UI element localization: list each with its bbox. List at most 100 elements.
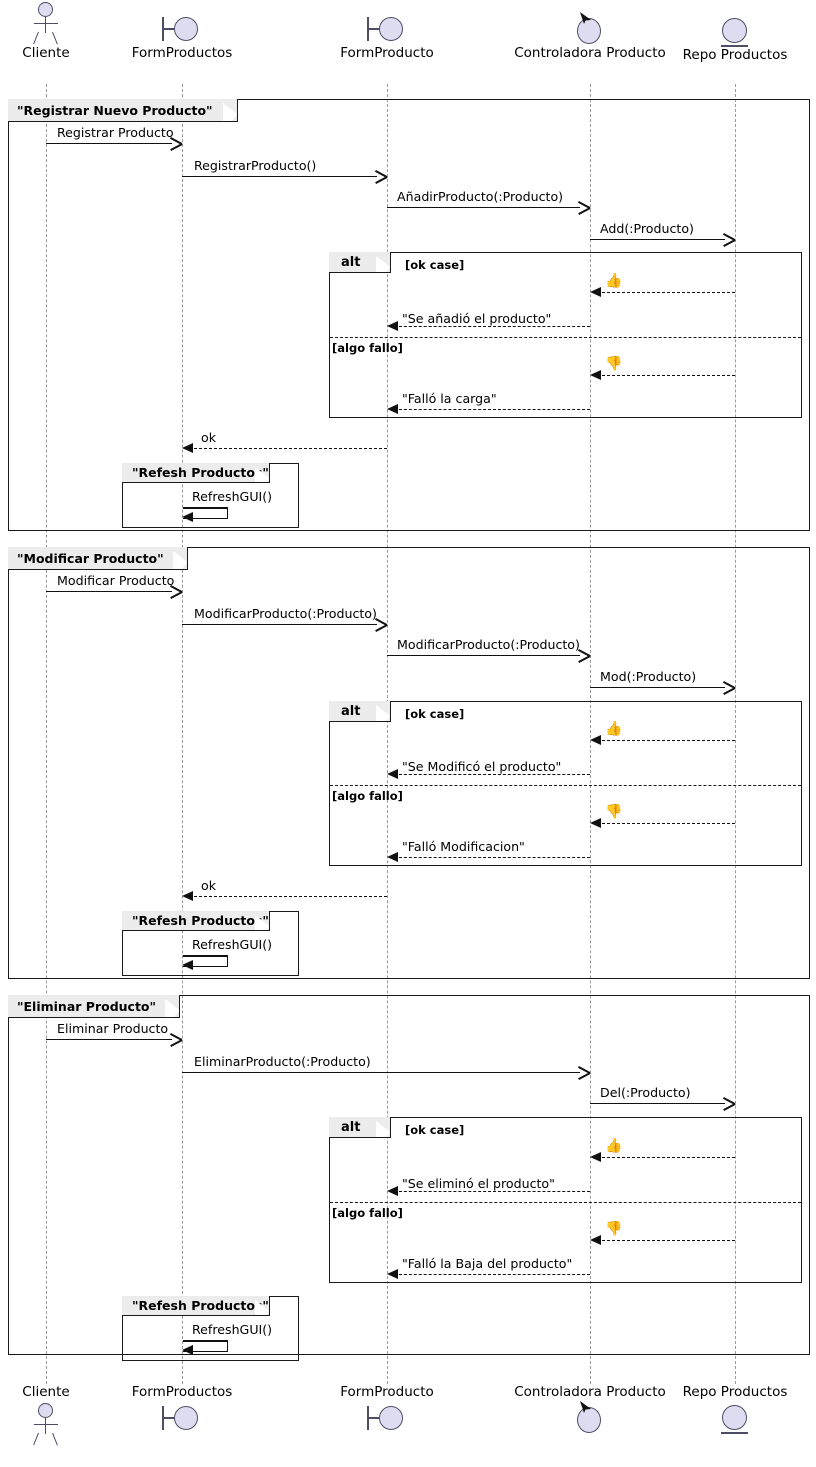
fragment-eliminar-label: "Eliminar Producto": [17, 998, 157, 1014]
message-label-thumbs-up: 👍: [605, 273, 623, 289]
message-label-refreshgui: RefreshGUI(): [192, 1322, 273, 1337]
message-arrow: [590, 239, 725, 240]
participant-foot-formproducto[interactable]: FormProducto: [321, 1385, 453, 1435]
control-arrow-icon: [580, 1401, 591, 1413]
participant-foot-repo[interactable]: Repo Productos: [668, 1385, 802, 1435]
fragment-eliminar[interactable]: [8, 995, 810, 1355]
alt-operator-label: alt: [341, 703, 361, 719]
refresh-fragment-tab: "Refesh Productos": [122, 463, 270, 483]
participant-foot-cliente[interactable]: Cliente: [0, 1385, 92, 1447]
message-label-modificarproducto-1: ModificarProducto(:Producto): [194, 606, 377, 621]
participant-foot-formproductos[interactable]: FormProductos: [116, 1385, 248, 1435]
alt-guard-fail: [algo fallo]: [332, 789, 403, 803]
fragment-registrar-tab: "Registrar Nuevo Producto": [8, 99, 238, 122]
arrowhead-left: [182, 443, 193, 453]
message-arrow: [394, 1191, 590, 1192]
participant-head-controladora[interactable]: Controladora Producto: [498, 12, 682, 60]
boundary-icon: [321, 1403, 453, 1435]
message-label-registrar-producto: Registrar Producto: [57, 125, 174, 140]
participant-label: Cliente: [22, 45, 70, 61]
message-label-thumbs-up: 👍: [605, 1138, 623, 1154]
arrowhead-left: [590, 818, 601, 828]
message-label-fallo-carga: "Falló la carga": [402, 391, 497, 406]
arrowhead-right: [577, 648, 591, 663]
message-label-add: Add(:Producto): [600, 221, 694, 236]
entity-icon: [668, 16, 802, 48]
arrowhead-left: [182, 1345, 193, 1355]
fragment-modificar[interactable]: [8, 547, 810, 979]
message-label-se-anadio: "Se añadió el producto": [402, 311, 552, 326]
arrowhead-right: [722, 1096, 736, 1111]
refresh-fragment-label: "Refesh Productos": [132, 1298, 269, 1313]
message-arrow: [590, 687, 725, 688]
fragment-registrar[interactable]: [8, 99, 810, 531]
arrowhead-right: [374, 169, 388, 184]
control-arrow-icon: [580, 12, 591, 24]
participant-foot-controladora[interactable]: Controladora Producto: [498, 1385, 682, 1435]
alt-fragment-eliminar[interactable]: [329, 1117, 802, 1283]
message-arrow: [394, 409, 590, 410]
lifeline-formproductos: [182, 84, 183, 1384]
message-arrow: [394, 857, 590, 858]
message-arrow: [597, 823, 735, 824]
message-label-ok-return: ok: [201, 430, 216, 445]
message-arrow: [590, 1103, 725, 1104]
lifeline-cliente: [46, 84, 47, 1384]
arrowhead-right: [722, 680, 736, 695]
participant-head-cliente[interactable]: Cliente: [0, 2, 92, 60]
message-label-anadirproducto: AñadirProducto(:Producto): [397, 189, 564, 204]
message-arrow: [597, 292, 735, 293]
alt-operator-tab: alt: [329, 701, 391, 722]
message-arrow: [597, 1240, 735, 1241]
message-arrow: [394, 1274, 590, 1275]
participant-label: FormProductos: [131, 45, 233, 61]
fragment-modificar-tab: "Modificar Producto": [8, 547, 188, 570]
alt-guard-fail: [algo fallo]: [332, 341, 403, 355]
arrowhead-left: [590, 1235, 601, 1245]
message-arrow: [387, 207, 580, 208]
refresh-fragment-tab: "Refesh Productos": [122, 1296, 270, 1316]
alt-divider: [330, 785, 801, 786]
participant-head-formproductos[interactable]: FormProductos: [116, 14, 248, 60]
arrowhead-right: [577, 200, 591, 215]
message-label-se-elimino: "Se eliminó el producto": [402, 1176, 555, 1191]
message-label-thumbs-down: 👎: [605, 804, 623, 820]
alt-fragment-modificar[interactable]: [329, 701, 802, 866]
alt-fragment-registrar[interactable]: [329, 252, 802, 418]
arrowhead-right: [374, 617, 388, 632]
entity-icon: [668, 1403, 802, 1435]
alt-guard-fail: [algo fallo]: [332, 1206, 403, 1220]
refresh-fragment-label: "Refesh Productos": [132, 465, 269, 480]
message-arrow: [182, 1072, 580, 1073]
message-arrow: [597, 375, 735, 376]
arrowhead-left: [387, 769, 398, 779]
participant-label: FormProductos: [131, 1384, 233, 1400]
message-label-modificar-producto: Modificar Producto: [57, 573, 175, 588]
self-call-refreshgui: [183, 507, 228, 519]
alt-operator-tab: alt: [329, 1117, 391, 1138]
message-label-ok-return: ok: [201, 878, 216, 893]
message-arrow: [189, 896, 387, 897]
message-arrow: [387, 655, 580, 656]
refresh-fragment-label: "Refesh Productos": [132, 913, 269, 928]
arrowhead-left: [590, 287, 601, 297]
self-call-refreshgui: [183, 1340, 228, 1352]
boundary-icon: [116, 1403, 248, 1435]
participant-head-formproducto[interactable]: FormProducto: [321, 14, 453, 60]
message-label-del: Del(:Producto): [600, 1085, 691, 1100]
message-arrow: [189, 448, 387, 449]
message-arrow: [182, 624, 377, 625]
participant-head-repo[interactable]: Repo Productos: [668, 16, 802, 62]
arrowhead-left: [387, 404, 398, 414]
arrowhead-left: [590, 1152, 601, 1162]
participant-label: FormProducto: [340, 45, 434, 61]
arrowhead-left: [182, 891, 193, 901]
participant-label: Controladora Producto: [514, 45, 666, 61]
participant-label: Repo Productos: [682, 47, 788, 63]
fragment-modificar-label: "Modificar Producto": [17, 550, 164, 566]
alt-guard-ok: [ok case]: [405, 1123, 465, 1137]
message-label-registrarproducto: RegistrarProducto(): [194, 158, 317, 173]
control-icon: [498, 12, 682, 46]
participant-label: FormProducto: [340, 1384, 434, 1400]
